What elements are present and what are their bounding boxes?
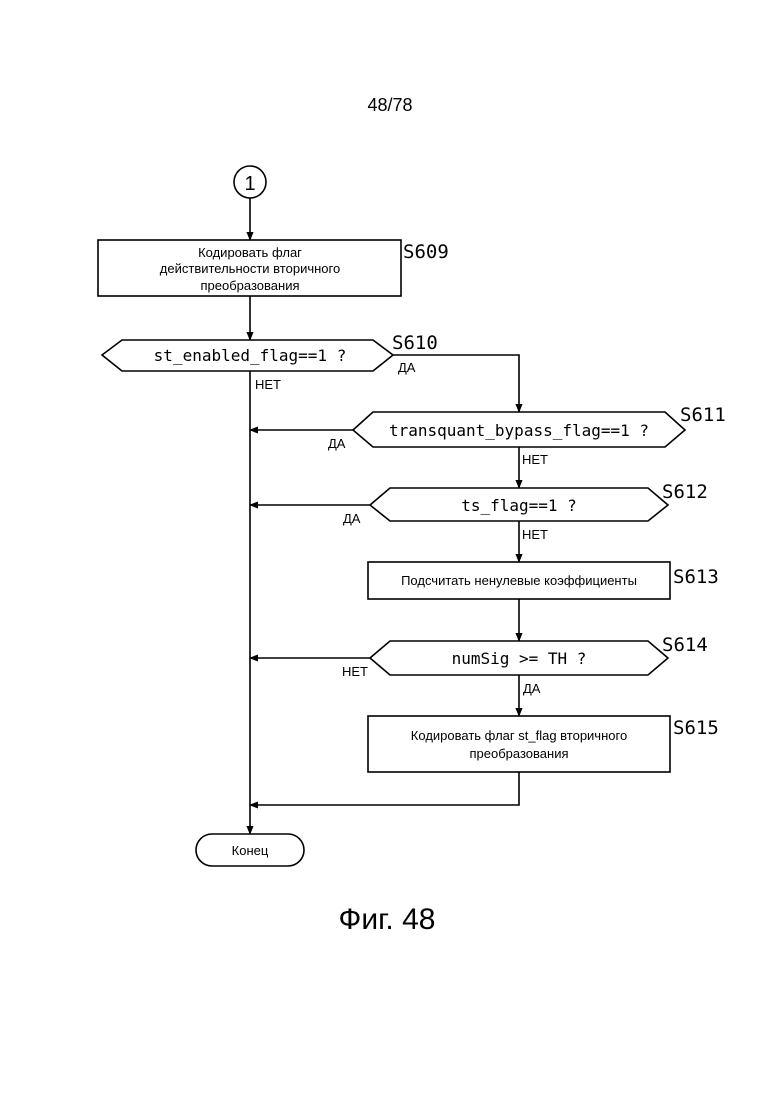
start-connector: 1: [234, 166, 266, 198]
step-s615: Кодировать флаг st_flag вторичного преоб…: [368, 716, 719, 772]
step-s609: Кодировать флаг действительности вторичн…: [98, 240, 449, 296]
end-terminator: Конец: [196, 834, 304, 866]
s613-text: Подсчитать ненулевые коэффициенты: [401, 573, 637, 588]
s615-line-1: Кодировать флаг st_flag вторичного: [411, 728, 627, 743]
s609-line-2: действительности вторичного: [160, 261, 340, 276]
s610-no-label: НЕТ: [255, 377, 281, 392]
s612-step-id: S612: [662, 481, 708, 503]
s614-yes-label: ДА: [523, 681, 541, 696]
step-s611: transquant_bypass_flag==1 ? S611 ДА НЕТ: [328, 404, 726, 467]
connector-label: 1: [244, 173, 255, 195]
s614-step-id: S614: [662, 634, 708, 656]
s611-step-id: S611: [680, 404, 726, 426]
s609-line-3: преобразования: [200, 278, 299, 293]
s612-no-label: НЕТ: [522, 527, 548, 542]
s609-step-id: S609: [403, 241, 449, 263]
step-s614: numSig >= TH ? S614 НЕТ ДА: [342, 634, 708, 696]
arrow-s615-to-main: [250, 772, 519, 805]
s610-step-id: S610: [392, 332, 438, 354]
s609-line-1: Кодировать флаг: [198, 245, 302, 260]
end-label: Конец: [232, 843, 269, 858]
s611-condition: transquant_bypass_flag==1 ?: [389, 421, 649, 440]
step-s613: Подсчитать ненулевые коэффициенты S613: [368, 562, 719, 599]
s612-yes-label: ДА: [343, 511, 361, 526]
page-number: 48/78: [367, 95, 412, 115]
s615-line-2: преобразования: [469, 746, 568, 761]
step-s610: st_enabled_flag==1 ? S610 ДА НЕТ: [102, 332, 438, 392]
s614-condition: numSig >= TH ?: [452, 649, 587, 668]
process-box-s615: [368, 716, 670, 772]
s614-no-label: НЕТ: [342, 664, 368, 679]
s612-condition: ts_flag==1 ?: [461, 496, 577, 515]
s610-condition: st_enabled_flag==1 ?: [154, 346, 347, 365]
s611-no-label: НЕТ: [522, 452, 548, 467]
s611-yes-label: ДА: [328, 436, 346, 451]
s615-step-id: S615: [673, 717, 719, 739]
figure-caption: Фиг. 48: [339, 903, 436, 936]
step-s612: ts_flag==1 ? S612 ДА НЕТ: [343, 481, 708, 542]
s610-yes-label: ДА: [398, 360, 416, 375]
s613-step-id: S613: [673, 566, 719, 588]
